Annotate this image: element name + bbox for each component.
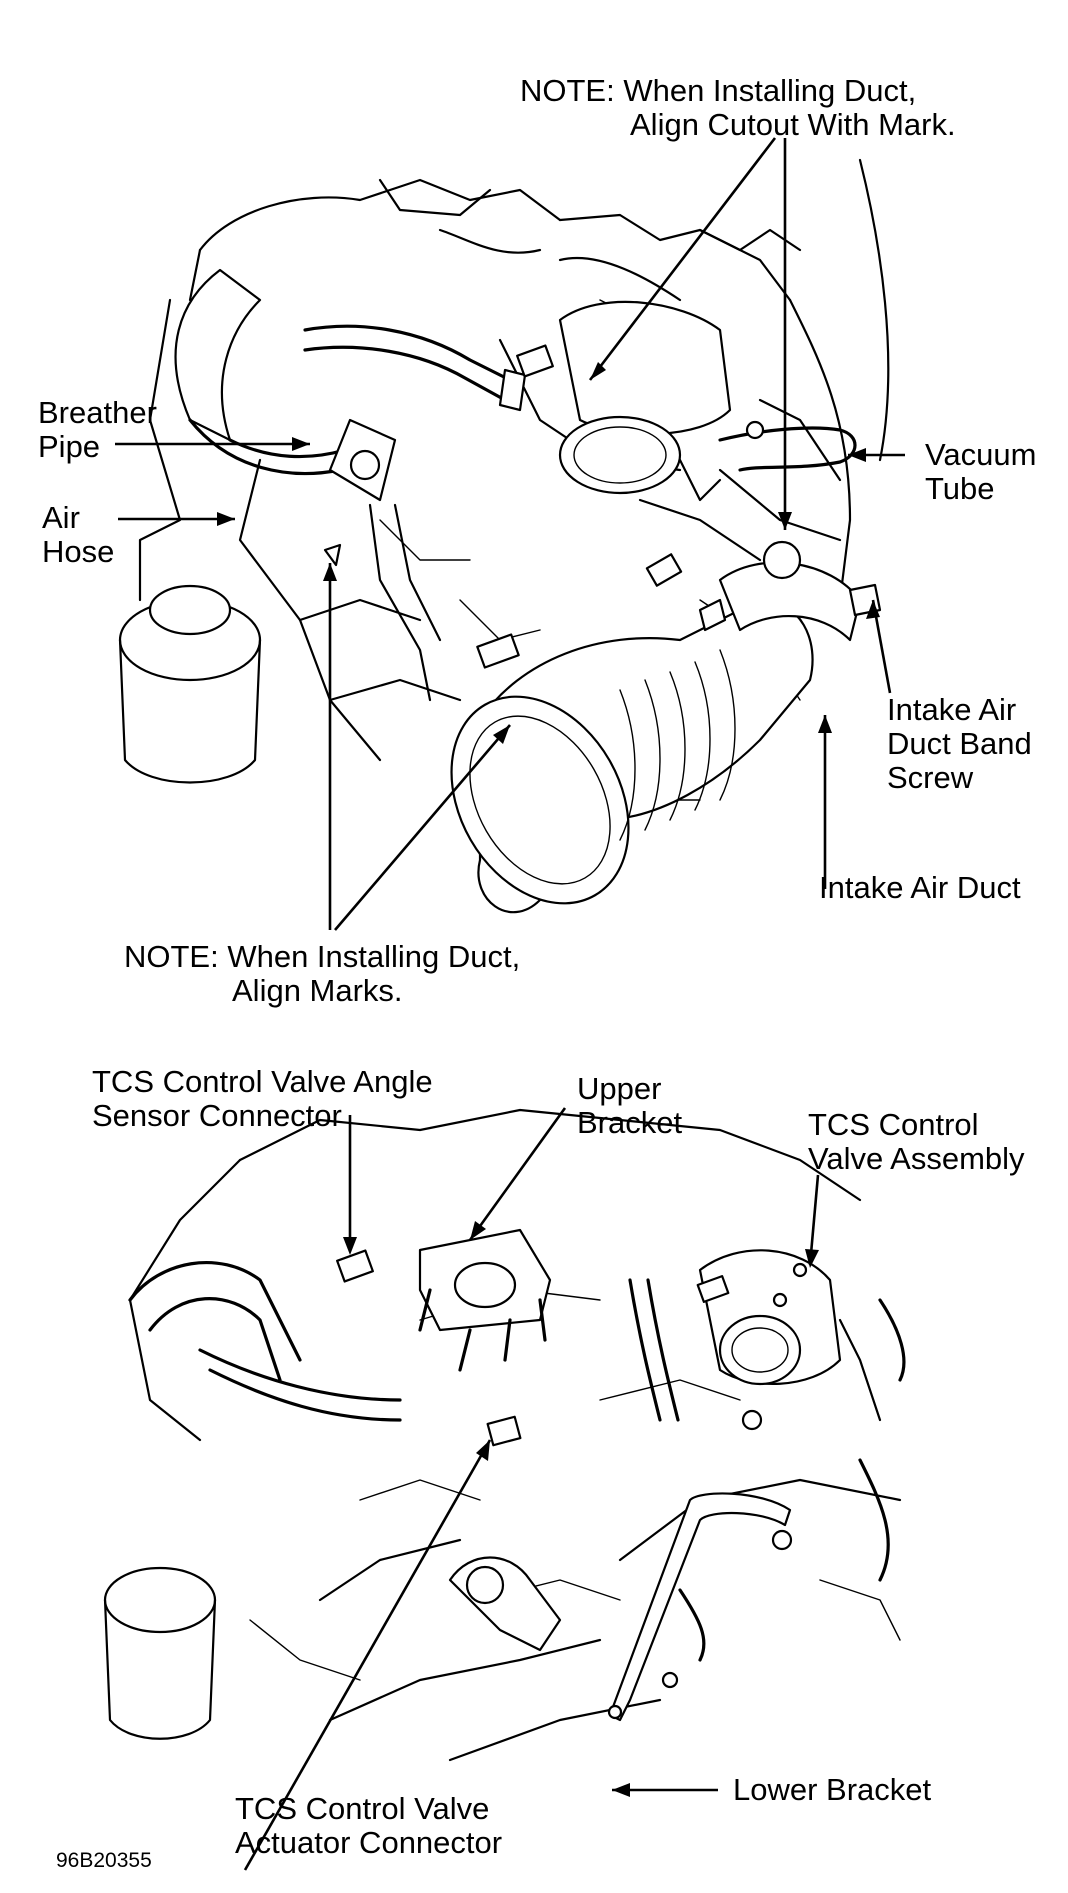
upper-bracket-line-1: Upper xyxy=(577,1071,662,1106)
top-leader-lines xyxy=(115,137,905,931)
upper-bracket-drawing xyxy=(418,1228,552,1372)
top-connectors xyxy=(323,344,683,669)
angle-sensor-line-1: TCS Control Valve Angle xyxy=(92,1064,433,1099)
note-align-marks-line-1: NOTE: When Installing Duct, xyxy=(124,939,521,974)
note-duct-cutout-line-1: NOTE: When Installing Duct, xyxy=(520,73,917,108)
vacuum-tube-line-1: Vacuum xyxy=(925,437,1037,472)
bottom-arrowheads xyxy=(343,1221,819,1797)
breather-pipe-line-2: Pipe xyxy=(38,429,101,464)
actuator-connector-line-1: TCS Control Valve xyxy=(235,1791,490,1826)
bottom-reservoir-drawing xyxy=(103,1566,217,1740)
intake-air-duct-drawing xyxy=(450,540,882,914)
vacuum-tube-label: Vacuum Tube xyxy=(925,438,1036,506)
lower-bracket-label: Lower Bracket xyxy=(733,1772,932,1807)
throttle-body-drawing xyxy=(558,300,732,502)
tcs-valve-assembly-label: TCS Control Valve Assembly xyxy=(808,1108,1025,1176)
note-duct-cutout-line-2: Align Cutout With Mark. xyxy=(630,107,956,142)
reservoir-drawing xyxy=(118,584,262,784)
valve-assembly-line-1: TCS Control xyxy=(808,1107,979,1142)
vacuum-tube-drawing xyxy=(718,420,857,472)
note-align-marks-label: NOTE: When Installing Duct, Align Marks. xyxy=(124,940,520,1008)
air-hose-line-1: Air xyxy=(42,500,80,535)
note-duct-cutout-label: NOTE: When Installing Duct, Align Cutout… xyxy=(520,74,956,142)
upper-bracket-label: Upper Bracket xyxy=(577,1072,682,1140)
actuator-connector-line-2: Actuator Connector xyxy=(235,1825,503,1860)
valve-assembly-line-2: Valve Assembly xyxy=(808,1141,1025,1176)
angle-sensor-line-2: Sensor Connector xyxy=(92,1098,342,1133)
breather-pipe-drawing xyxy=(303,324,527,412)
bottom-leader-lines xyxy=(243,1107,820,1871)
tcs-valve-assembly-drawing xyxy=(696,1249,882,1551)
band-screw-line-1: Intake Air xyxy=(887,692,1017,727)
intake-air-duct-label: Intake Air Duct xyxy=(819,870,1021,905)
air-hose-drawing xyxy=(174,268,442,702)
breather-pipe-label: Breather Pipe xyxy=(38,396,157,464)
breather-pipe-line-1: Breather xyxy=(38,395,157,430)
band-screw-line-2: Duct Band xyxy=(887,726,1032,761)
vacuum-tube-line-2: Tube xyxy=(925,471,995,506)
top-arrowheads xyxy=(217,362,880,744)
figure-reference-number: 96B20355 xyxy=(56,1849,152,1872)
tcs-actuator-connector-label: TCS Control Valve Actuator Connector xyxy=(235,1792,502,1860)
bottom-connectors xyxy=(336,1249,522,1447)
engine-mount-drawing xyxy=(448,1556,562,1652)
upper-bracket-line-2: Bracket xyxy=(577,1105,683,1140)
note-align-marks-line-2: Align Marks. xyxy=(232,973,403,1008)
lower-bracket-drawing xyxy=(607,1492,792,1722)
tcs-angle-sensor-connector-label: TCS Control Valve Angle Sensor Connector xyxy=(92,1065,433,1133)
air-hose-label: Air Hose xyxy=(42,501,114,569)
bottom-hoses-drawing xyxy=(128,1260,906,1582)
band-screw-line-3: Screw xyxy=(887,760,974,795)
air-hose-line-2: Hose xyxy=(42,534,115,569)
bottom-engine-background-lines xyxy=(128,1108,902,1762)
intake-air-duct-band-screw-label: Intake Air Duct Band Screw xyxy=(887,693,1032,795)
